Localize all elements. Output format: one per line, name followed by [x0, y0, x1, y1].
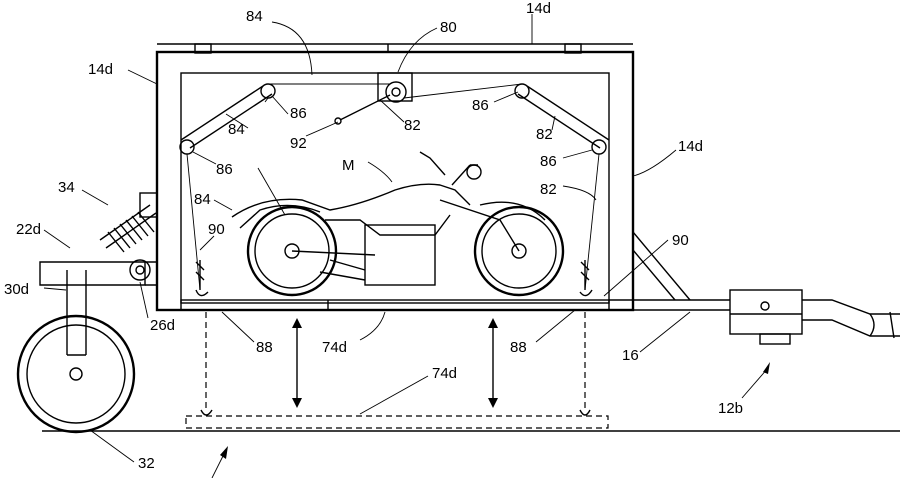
label-m: M: [342, 157, 355, 174]
label-84-low: 84: [194, 191, 211, 208]
label-22d: 22d: [16, 221, 41, 238]
label-86-b: 86: [472, 97, 489, 114]
hooks: [195, 260, 593, 297]
label-92: 92: [290, 135, 307, 152]
label-88-left: 88: [256, 339, 273, 356]
label-16: 16: [622, 347, 639, 364]
motorcycle: [231, 151, 565, 297]
leader-lines: [43, 14, 770, 478]
label-12b: 12b: [718, 400, 743, 417]
label-82-a: 82: [404, 117, 421, 134]
platform-lowered: [185, 312, 609, 429]
label-32: 32: [138, 455, 155, 472]
label-90-left: 90: [208, 221, 225, 238]
label-86-c: 86: [216, 161, 233, 178]
label-90-right: 90: [672, 232, 689, 249]
label-86-a: 86: [290, 105, 307, 122]
label-82-c: 82: [540, 181, 557, 198]
truss-arms: [179, 83, 610, 155]
label-84-top: 84: [246, 8, 263, 25]
label-82-b: 82: [536, 126, 553, 143]
drawbar: [609, 231, 730, 311]
label-14d-top: 14d: [526, 0, 551, 17]
label-14d-left: 14d: [88, 61, 113, 78]
label-34: 34: [58, 179, 75, 196]
label-26d: 26d: [150, 317, 175, 334]
label-14d-right: 14d: [678, 138, 703, 155]
label-80: 80: [440, 19, 457, 36]
platform-raised: [180, 299, 610, 311]
label-88-right: 88: [510, 339, 527, 356]
winch-assembly: [186, 72, 600, 291]
label-74d: 74d: [322, 339, 347, 356]
caster-wheel: [16, 259, 157, 434]
label-30d: 30d: [4, 281, 29, 298]
label-86-d: 86: [540, 153, 557, 170]
suspension-spring: [99, 192, 158, 253]
hitch-coupler: [729, 289, 900, 345]
label-74d-low: 74d: [432, 365, 457, 382]
travel-arrows: [292, 318, 498, 408]
label-84-mid: 84: [228, 121, 245, 138]
